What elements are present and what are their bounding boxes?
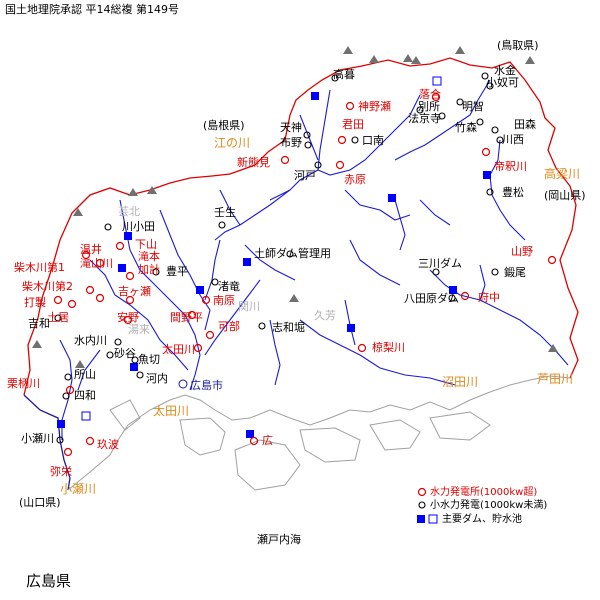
place-hokyoji: 法京寺 xyxy=(408,112,441,125)
place-kakuo: 鍛尾 xyxy=(504,266,526,279)
legend-markers xyxy=(417,487,438,524)
hydro-kichigase: 吉ヶ瀬 xyxy=(118,285,151,298)
dam-haji: 土師ダム管理用 xyxy=(254,247,331,260)
dam-markers xyxy=(57,92,491,438)
place-mibu: 壬生 xyxy=(214,206,236,219)
place-yoshiwa: 吉和 xyxy=(28,317,50,330)
place-yuki: 湯来 xyxy=(128,323,150,336)
hydro-kuriyagawa: 栗柄川 xyxy=(7,377,40,390)
hydro-kimita: 君田 xyxy=(342,118,364,131)
island xyxy=(234,439,301,491)
place-ozegawa: 小瀬川 xyxy=(21,432,54,445)
place-funo: 布野 xyxy=(280,136,302,149)
hydro-takiyama: 滝山川 xyxy=(80,257,113,270)
hydro-uchide: 打製 xyxy=(24,296,46,309)
label-tottori: (鳥取県) xyxy=(497,39,539,52)
hydro-annou: 安野 xyxy=(117,311,139,324)
label-okayama: (岡山県) xyxy=(544,189,586,202)
legend-large-hydro: 水力発電所(1000kw超) xyxy=(430,487,538,498)
hiroshima-city-marker xyxy=(178,379,188,389)
place-sanraku: 三川ダム xyxy=(418,257,462,270)
river-oze: 小瀬川 xyxy=(60,482,97,496)
hydro-shinshoken: 新熊見 xyxy=(237,156,270,169)
place-shiwabori: 志和堀 xyxy=(272,321,305,334)
hydro-tsuchii: 土居 xyxy=(47,311,69,324)
place-uchiuchi: 水内川 xyxy=(74,334,107,347)
hydro-onsen: 温井 xyxy=(80,243,102,256)
hydro-yamano: 山野 xyxy=(511,245,533,258)
island xyxy=(179,417,226,456)
hydro-otagawa: 太田川 xyxy=(162,343,195,356)
legend-dams: 主要ダム、貯水池 xyxy=(442,514,522,525)
place-kawanishi: 川西 xyxy=(502,133,524,146)
place-hiroshima-city: 広島市 xyxy=(190,379,223,392)
hydro-shimoyama: 下山 xyxy=(135,238,157,251)
large-hydro-markers xyxy=(53,92,557,457)
place-mizukane: 水金 xyxy=(494,64,516,77)
place-toyomatsu: 豊松 xyxy=(502,186,524,199)
place-komizu: 小奴可 xyxy=(486,76,519,89)
hydro-takimoto-kako: 滝本 加計 xyxy=(138,250,160,276)
place-yonwa: 四和 xyxy=(74,389,96,402)
reservoir-markers xyxy=(81,76,442,421)
place-kiyomori: 渚竜 xyxy=(218,280,240,293)
river-network xyxy=(59,79,569,440)
hydro-mukunashigawa: 椋梨川 xyxy=(372,341,405,354)
river-gonokawa: 江の川 xyxy=(214,136,251,150)
place-uokiri: 魚切 xyxy=(138,353,160,366)
island xyxy=(429,411,491,441)
hydro-yasaka: 弥栄 xyxy=(50,465,72,478)
place-kawakoda: 川小田 xyxy=(122,220,155,233)
west-border xyxy=(23,394,71,491)
hydro-hiro: 広 xyxy=(262,434,273,447)
coastline xyxy=(67,375,571,491)
hydro-mamano: 間野平 xyxy=(170,311,203,324)
place-kuchiminami: 口南 xyxy=(362,134,384,147)
approval-header: 国土地理院承認 平14総複 第149号 xyxy=(5,3,179,16)
prefecture-title: 広島県 xyxy=(26,572,72,590)
island xyxy=(299,427,361,463)
river-ashida: 芦田川 xyxy=(537,372,574,386)
label-shimane: (島根県) xyxy=(203,119,245,132)
legend-small-hydro: 小水力発電(1000kw未満) xyxy=(430,500,548,511)
hydro-shibakigawa-2: 柴木川第2 xyxy=(22,280,73,293)
small-hydro-markers xyxy=(54,72,504,444)
hydro-taishaku: 帝釈川 xyxy=(494,160,527,173)
hydro-minamihara: 南原 xyxy=(213,294,235,307)
place-toyohira: 豊平 xyxy=(166,265,188,278)
place-kurose: 久芳 xyxy=(314,309,336,322)
place-geihoku: 芸北 xyxy=(118,205,140,218)
river-takahashi: 高梁川 xyxy=(544,167,581,181)
hydro-fuchu: 府中 xyxy=(478,291,500,304)
hydro-kamino-se: 神野瀬 xyxy=(358,100,391,113)
hydro-ochiai: 落合 xyxy=(419,88,441,101)
hydro-minami: 玖波 xyxy=(97,438,119,451)
hydro-kabe: 可部 xyxy=(218,320,240,333)
place-takaharu: 高暮 xyxy=(333,68,355,81)
place-tengami: 天神 xyxy=(280,121,302,134)
place-tamori: 田森 xyxy=(514,118,536,131)
mountain-markers xyxy=(32,46,558,368)
place-bessho: 別所 xyxy=(418,100,440,113)
place-sunatani: 砂谷 xyxy=(114,347,136,360)
place-kawado: 河戸 xyxy=(294,169,316,182)
hydro-shibakigawa-1: 柴木川第1 xyxy=(14,261,65,274)
place-shozan: 所山 xyxy=(74,368,96,381)
place-akechi: 明智 xyxy=(462,100,484,113)
island xyxy=(109,399,141,431)
label-setonaikai: 瀬戸内海 xyxy=(257,533,301,546)
label-yamaguchi: (山口県) xyxy=(19,496,61,509)
island xyxy=(369,419,421,451)
river-ota: 太田川 xyxy=(153,404,190,418)
river-numata: 沼田川 xyxy=(442,375,479,389)
place-kawachi: 河内 xyxy=(146,372,168,385)
prefecture-border xyxy=(23,57,579,396)
place-takemori: 竹森 xyxy=(455,121,477,134)
place-hattahara: 八田原ダム xyxy=(404,292,459,305)
hydro-akahara: 赤原 xyxy=(344,173,366,186)
place-higashihiroshima: 関川 xyxy=(238,300,260,313)
